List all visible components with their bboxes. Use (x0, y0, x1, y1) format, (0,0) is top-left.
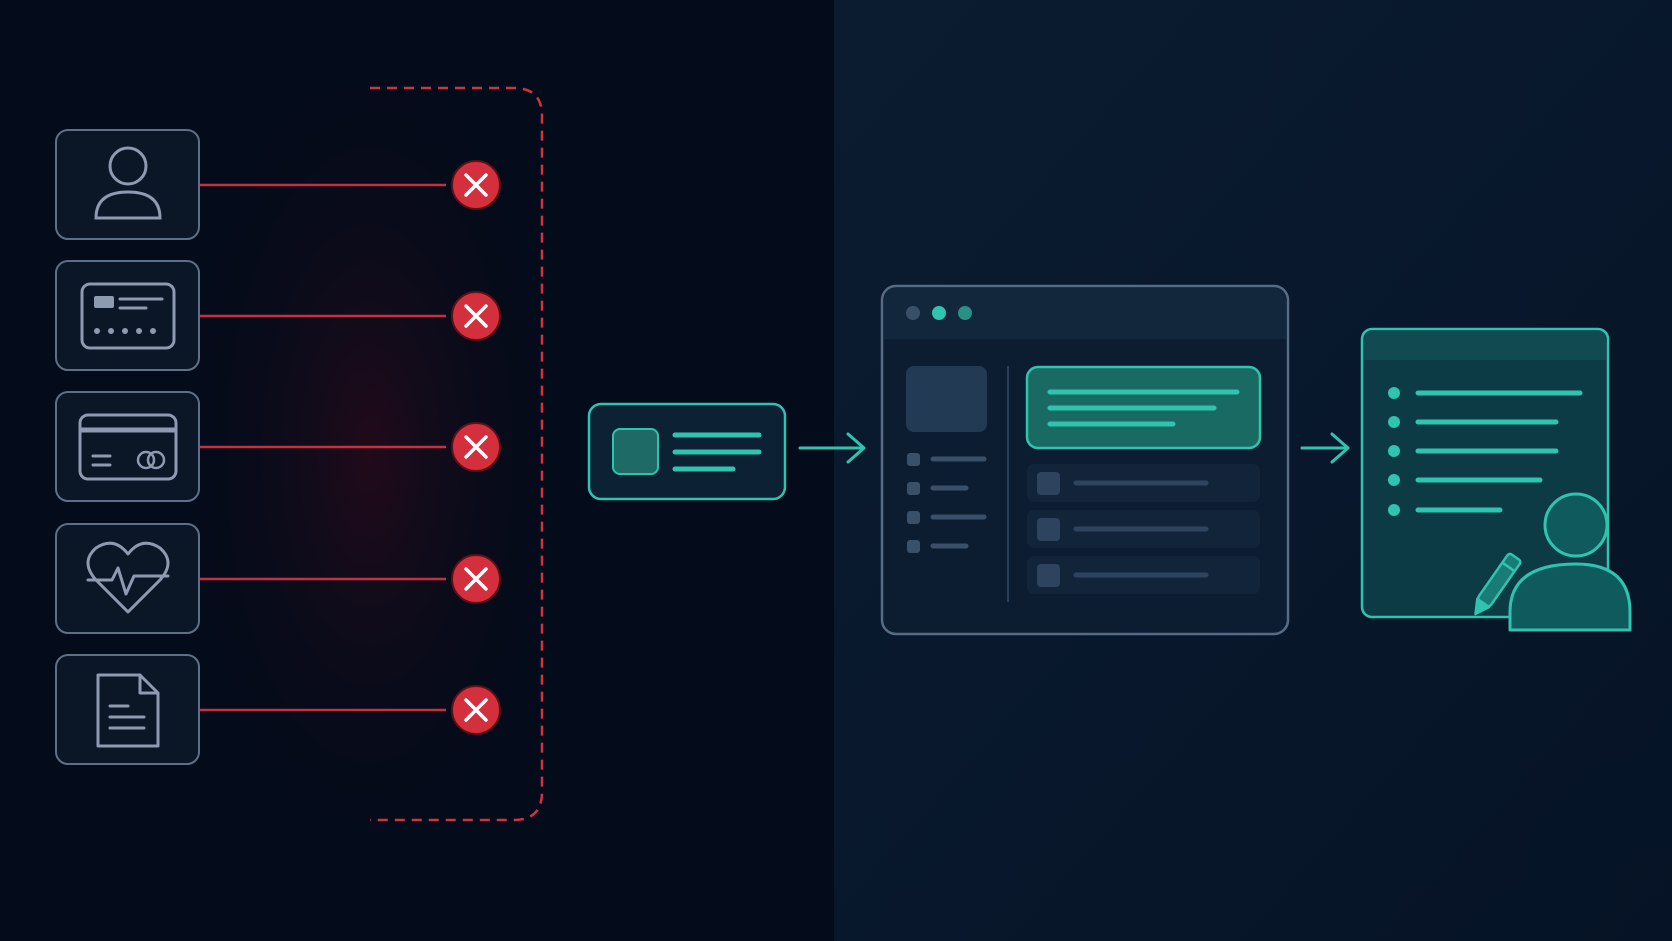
panel-header (1364, 331, 1606, 360)
blocked-x-icon (451, 291, 501, 341)
blocked-x-icon (451, 422, 501, 472)
blocked-boundary (370, 86, 544, 822)
pen-icon (1474, 552, 1522, 616)
data-card-icon (612, 428, 659, 475)
window-dot (932, 306, 946, 320)
source-row-user (55, 129, 501, 240)
source-box (55, 260, 200, 371)
highlighted-card (1025, 365, 1262, 450)
source-box (55, 654, 200, 765)
person-icon (1508, 492, 1632, 632)
source-box (55, 523, 200, 634)
health-heart-icon (86, 541, 170, 614)
user-icon (94, 146, 162, 220)
sidebar-items (907, 453, 987, 553)
window-dot (906, 306, 920, 320)
window-titlebar (884, 288, 1286, 339)
source-row-document (55, 654, 501, 765)
blocked-x-icon (451, 554, 501, 604)
blocked-x-icon (451, 160, 501, 210)
input-data-card (587, 402, 787, 501)
arrow-right-icon (798, 432, 866, 464)
window-dot (958, 306, 972, 320)
blocked-x-icon (451, 685, 501, 735)
app-window (880, 284, 1290, 636)
list-rows (1027, 464, 1260, 594)
credit-card-icon (78, 413, 178, 481)
bullet-list (1388, 387, 1583, 516)
source-box (55, 391, 200, 502)
id-card-icon (80, 282, 176, 350)
source-row-id-card (55, 260, 501, 371)
source-row-credit-card (55, 391, 501, 502)
source-row-health (55, 523, 501, 634)
data-sources (55, 129, 501, 765)
document-icon (96, 673, 160, 748)
output-panel (1360, 327, 1632, 632)
arrow-right-icon (1300, 432, 1350, 464)
sidebar-image-placeholder (906, 366, 987, 432)
